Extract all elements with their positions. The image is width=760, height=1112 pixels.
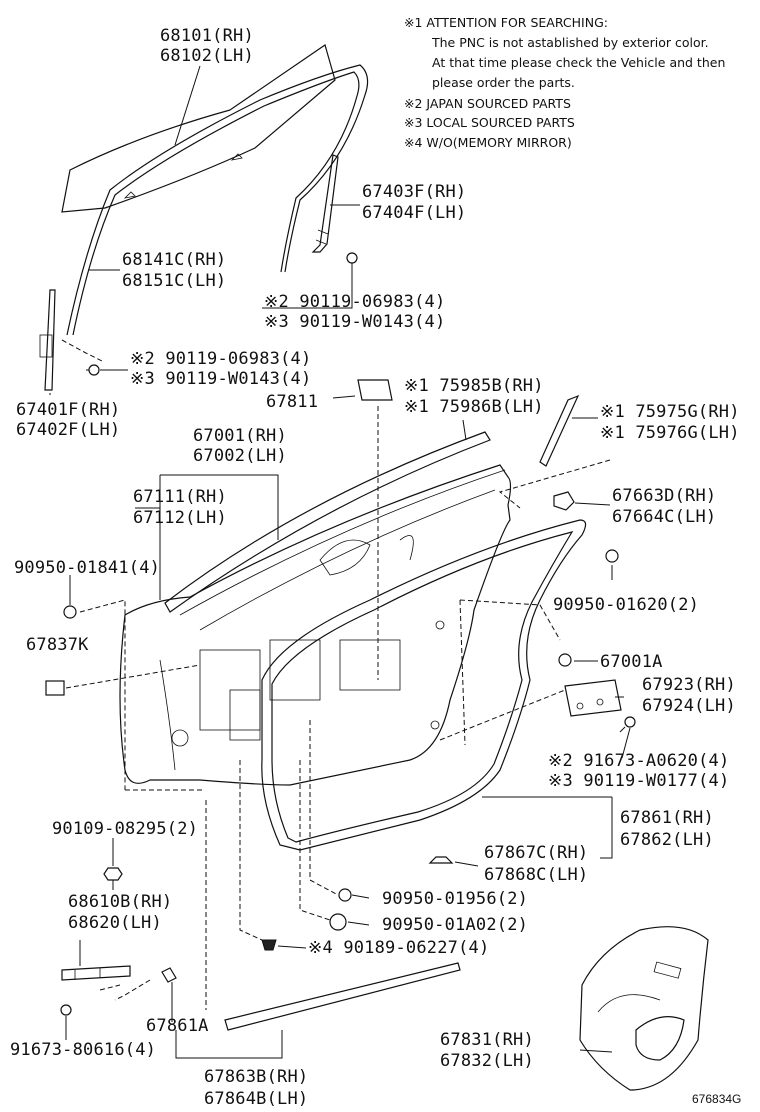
glass-run-channel [66, 64, 369, 336]
label-67402f: 67402F(LH) [16, 420, 120, 440]
label-67811: 67811 [266, 392, 318, 412]
notes-block: ※1 ATTENTION FOR SEARCHING: The PNC is n… [404, 15, 725, 150]
label-90950-01841: 90950-01841(4) [14, 558, 160, 578]
label-67664c: 67664C(LH) [612, 507, 716, 527]
note-line: ※3 LOCAL SOURCED PARTS [404, 115, 575, 130]
door-weatherstrip [261, 519, 587, 851]
label-67001: 67001(RH) [193, 426, 287, 446]
note-line: The PNC is not astablished by exterior c… [431, 35, 709, 50]
label-67663d: 67663D(RH) [612, 486, 716, 506]
label-67861a: 67861A [146, 1016, 209, 1036]
clip-icon [428, 856, 454, 864]
label-90950-01a02: 90950-01A02(2) [382, 915, 528, 935]
figure-id: 676834G [692, 1092, 741, 1106]
clip-67837k-icon [45, 680, 65, 696]
label-91673-a0620: ※2 91673-A0620(4) [548, 751, 729, 771]
label-67112: 67112(LH) [133, 508, 227, 528]
label-91673-80616: 91673-80616(4) [10, 1040, 156, 1060]
label-67837k: 67837K [26, 635, 89, 655]
belt-moulding-outer [164, 431, 491, 613]
label-67401f: 67401F(RH) [16, 400, 120, 420]
label-75976g: ※1 75976G(LH) [600, 423, 740, 443]
label-68151c: 68151C(LH) [122, 271, 226, 291]
label-67863b: 67863B(RH) [204, 1067, 308, 1087]
label-67861: 67861(RH) [620, 808, 714, 828]
part-labels: 68101(RH) 68102(LH) 67403F(RH) 67404F(LH… [10, 26, 741, 1109]
label-90119-w0143: ※3 90119-W0143(4) [130, 369, 311, 389]
label-67868c: 67868C(LH) [484, 865, 588, 885]
label-67831: 67831(RH) [440, 1030, 534, 1050]
label-90119-06983: ※2 90119-06983(4) [130, 349, 311, 369]
label-90189-06227: ※4 90189-06227(4) [308, 938, 489, 958]
clip-icon [63, 605, 77, 619]
label-67867c: 67867C(RH) [484, 843, 588, 863]
note-line: ※1 ATTENTION FOR SEARCHING: [404, 15, 608, 30]
clip-icon [605, 549, 619, 563]
label-68620: 68620(LH) [68, 913, 162, 933]
front-sash-channel [39, 289, 56, 391]
label-67862: 67862(LH) [620, 830, 714, 850]
label-67864b: 67864B(LH) [204, 1089, 308, 1109]
label-67403f: 67403F(RH) [362, 182, 466, 202]
bracket-67923-icon [564, 679, 622, 717]
note-line: At that time please check the Vehicle an… [432, 55, 725, 70]
rear-sash-channel [311, 154, 339, 253]
label-68102: 68102(LH) [160, 46, 254, 66]
bolt-icon [619, 716, 636, 733]
pillar-garnish [539, 394, 580, 467]
clip-icon [329, 913, 347, 931]
label-67001a: 67001A [600, 652, 663, 672]
label-67832: 67832(LH) [440, 1051, 534, 1071]
door-panel [119, 464, 512, 786]
label-67923: 67923(RH) [642, 675, 736, 695]
clip-icon [558, 653, 572, 667]
label-68610b: 68610B(RH) [68, 892, 172, 912]
label-75985b: ※1 75985B(RH) [404, 376, 544, 396]
clip-icon [161, 967, 177, 983]
door-check-icon [61, 965, 131, 981]
note-line: ※4 W/O(MEMORY MIRROR) [404, 135, 572, 150]
label-90119-w0143: ※3 90119-W0143(4) [264, 312, 445, 332]
label-67924: 67924(LH) [642, 696, 736, 716]
label-75986b: ※1 75986B(LH) [404, 397, 544, 417]
label-90950-01956: 90950-01956(2) [382, 889, 528, 909]
door-glass [61, 44, 336, 213]
bolt-icon [86, 364, 100, 376]
garnish-clip-icon [553, 491, 575, 511]
clip-icon [338, 888, 352, 902]
label-90119-w0177: ※3 90119-W0177(4) [548, 771, 729, 791]
label-75975g: ※1 75975G(RH) [600, 402, 740, 422]
label-67111: 67111(RH) [133, 487, 227, 507]
label-68141c: 68141C(RH) [122, 250, 226, 270]
bolt-icon [346, 252, 358, 270]
clip-icon [261, 939, 277, 951]
label-90109-08295: 90109-08295(2) [52, 819, 198, 839]
clip-67811-icon [357, 379, 393, 401]
rocker-moulding [224, 962, 461, 1031]
note-line: ※2 JAPAN SOURCED PARTS [404, 96, 571, 111]
label-90950-01620: 90950-01620(2) [553, 595, 699, 615]
label-67404f: 67404F(LH) [362, 203, 466, 223]
leader-lines [49, 65, 631, 1059]
watershield-67831 [579, 926, 709, 1091]
note-line: please order the parts. [432, 75, 575, 90]
label-67002: 67002(LH) [193, 446, 287, 466]
bolt-icon [60, 1004, 72, 1016]
label-90119-06983: ※2 90119-06983(4) [264, 292, 445, 312]
label-68101: 68101(RH) [160, 26, 254, 46]
bolt-icon [103, 867, 123, 890]
